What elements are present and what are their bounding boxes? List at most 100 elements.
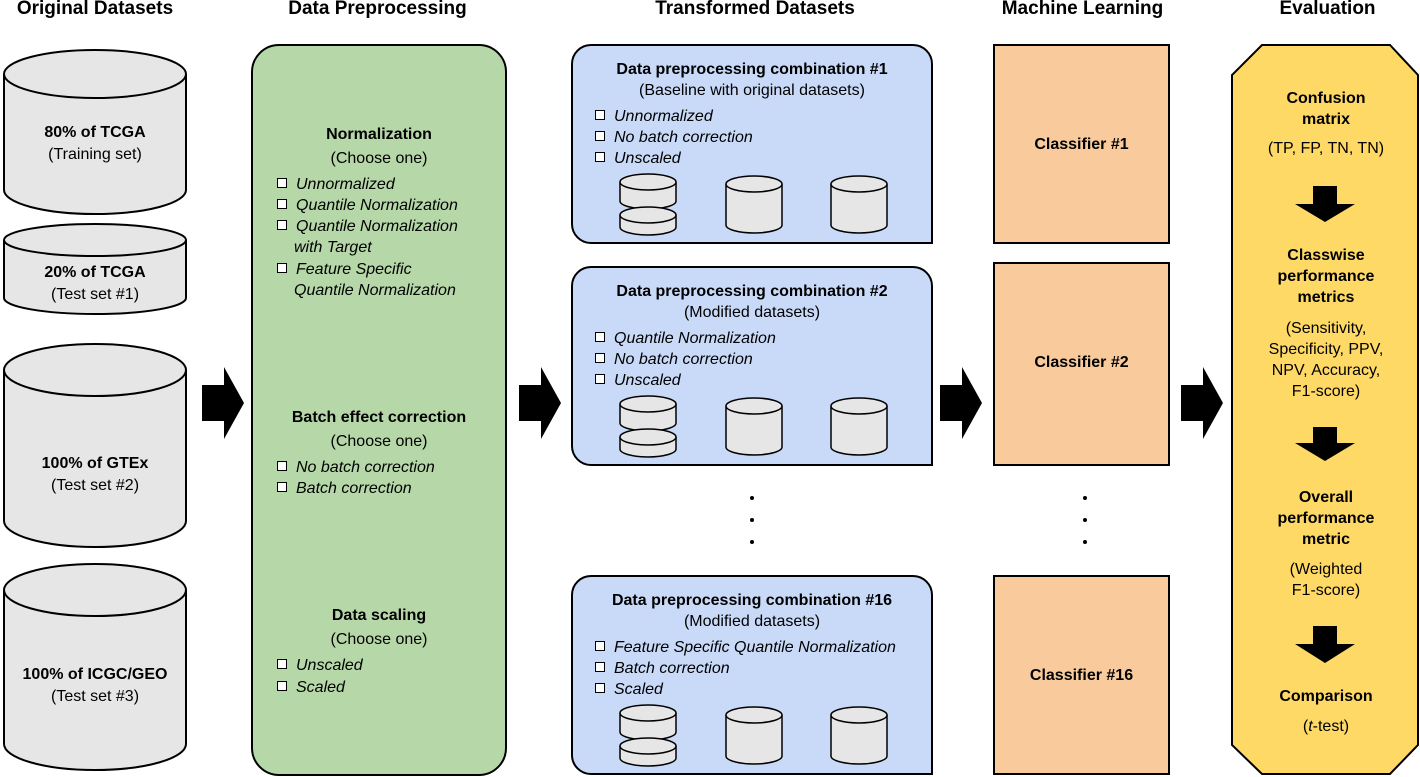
checkbox-icon: [595, 683, 605, 693]
checkbox-icon: [595, 374, 605, 384]
combination-box-1: Data preprocessing combination #1 (Basel…: [571, 44, 933, 244]
dataset-3-name: 100% of GTEx: [41, 455, 149, 472]
classifier-box-1: Classifier #1: [993, 44, 1170, 244]
combination-2-option-3: Unscaled: [595, 370, 681, 391]
combination-1-title: Data preprocessing combination #1: [616, 61, 888, 78]
ellipsis-dot: [750, 496, 754, 500]
checkbox-icon: [277, 199, 287, 209]
dataset-1-desc: (Training set): [48, 146, 142, 163]
cylinder-icon: [725, 706, 783, 765]
checkbox-icon: [595, 662, 605, 672]
checkbox-icon: [277, 178, 287, 188]
combination-2-dataset-icons: [619, 395, 888, 458]
arrow-right-4: [1181, 367, 1223, 439]
checkbox-icon: [277, 659, 287, 669]
comparison-desc-rest: -test): [1312, 718, 1350, 735]
normalization-option-feature-specific-cont: Quantile Normalization: [294, 282, 456, 299]
checkbox-icon: [595, 332, 605, 342]
dataset-cylinder-2: [3, 223, 187, 315]
scaling-option-unscaled: Unscaled: [277, 655, 363, 676]
overall-metric-desc: (Weighted F1-score): [1289, 561, 1363, 599]
normalization-option-unnormalized: Unnormalized: [277, 174, 395, 195]
header-data-preprocessing: Data Preprocessing: [288, 0, 467, 19]
combination-16-option-3: Scaled: [595, 679, 663, 700]
split-cylinder-icon: [619, 704, 677, 767]
classwise-metrics-desc: (Sensitivity, Specificity, PPV, NPV, Acc…: [1268, 320, 1384, 400]
combination-2-option-2: No batch correction: [595, 349, 753, 370]
combination-16-option-1: Feature Specific Quantile Normalization: [595, 637, 896, 658]
header-evaluation: Evaluation: [1279, 0, 1376, 19]
cylinder-icon: [830, 397, 888, 456]
combination-1-option-2: No batch correction: [595, 127, 753, 148]
combination-16-dataset-icons: [619, 704, 888, 767]
ellipsis-dot: [1083, 518, 1087, 522]
cylinder-icon: [830, 175, 888, 234]
scaling-option-scaled: Scaled: [277, 677, 345, 698]
combination-1-dataset-icons: [619, 173, 888, 236]
normalization-option-quantile: Quantile Normalization: [277, 195, 458, 216]
evaluation-panel: [1231, 44, 1419, 775]
cylinder-icon: [830, 706, 888, 765]
combination-1-option-1: Unnormalized: [595, 106, 713, 127]
arrow-down-3: [1295, 626, 1355, 663]
ellipsis-dot: [750, 540, 754, 544]
combination-16-subtitle: (Modified datasets): [683, 613, 821, 630]
dataset-4-name: 100% of ICGC/GEO: [22, 666, 168, 683]
classwise-metrics-title: Classwise performance metrics: [1277, 247, 1375, 306]
combination-2-subtitle: (Modified datasets): [683, 304, 821, 321]
header-machine-learning: Machine Learning: [1001, 0, 1164, 19]
ellipsis-dot: [1083, 496, 1087, 500]
classifier-1-label: Classifier #1: [1034, 136, 1129, 153]
dataset-3-label: 100% of GTEx (Test set #2): [4, 453, 186, 497]
scaling-choose: (Choose one): [330, 631, 428, 648]
combination-box-16: Data preprocessing combination #16 (Modi…: [571, 575, 933, 775]
batch-choose: (Choose one): [330, 433, 428, 450]
batch-title: Batch effect correction: [291, 409, 467, 426]
combination-16-title: Data preprocessing combination #16: [611, 592, 893, 609]
combination-1-subtitle: (Baseline with original datasets): [639, 82, 865, 99]
arrow-down-1: [1295, 186, 1355, 222]
dataset-3-desc: (Test set #2): [50, 477, 140, 494]
batch-option-correction: Batch correction: [277, 478, 412, 499]
checkbox-icon: [277, 461, 287, 471]
combination-16-option-2: Batch correction: [595, 658, 730, 679]
combination-2-title: Data preprocessing combination #2: [616, 283, 888, 300]
dataset-cylinder-3: [3, 343, 187, 548]
combination-1-option-3: Unscaled: [595, 148, 681, 169]
normalization-option-feature-specific: Feature Specific: [277, 259, 412, 280]
overall-metric-title: Overall performance metric: [1277, 489, 1375, 548]
dataset-2-name: 20% of TCGA: [44, 264, 146, 281]
combination-2-option-1: Quantile Normalization: [595, 328, 776, 349]
arrow-right-3: [940, 367, 982, 439]
confusion-matrix-title: Confusion matrix: [1286, 90, 1366, 128]
dataset-cylinder-1: [3, 49, 187, 215]
ellipsis-dot: [1083, 540, 1087, 544]
normalization-option-quantile-target-cont: with Target: [294, 239, 372, 256]
classifier-box-2: Classifier #2: [993, 262, 1170, 466]
batch-option-no-correction: No batch correction: [277, 457, 435, 478]
split-cylinder-icon: [619, 173, 677, 236]
checkbox-icon: [595, 131, 605, 141]
preprocessing-panel: [251, 44, 507, 776]
arrow-down-2: [1295, 427, 1355, 461]
cylinder-icon: [725, 175, 783, 234]
dataset-cylinder-4: [3, 563, 187, 771]
arrow-right-2: [519, 367, 561, 439]
comparison-desc: (t-test): [1302, 718, 1350, 735]
normalization-title: Normalization: [326, 126, 432, 143]
checkbox-icon: [595, 110, 605, 120]
combination-box-2: Data preprocessing combination #2 (Modif…: [571, 266, 933, 466]
normalization-choose: (Choose one): [330, 150, 428, 167]
dataset-1-label: 80% of TCGA (Training set): [4, 122, 186, 166]
confusion-matrix-desc: (TP, FP, TN, TN): [1267, 140, 1385, 157]
checkbox-icon: [595, 152, 605, 162]
checkbox-icon: [595, 641, 605, 651]
classifier-16-label: Classifier #16: [1029, 667, 1134, 684]
classifier-box-16: Classifier #16: [993, 575, 1170, 775]
scaling-title: Data scaling: [331, 607, 427, 624]
dataset-4-label: 100% of ICGC/GEO (Test set #3): [4, 664, 186, 708]
checkbox-icon: [277, 263, 287, 273]
dataset-1-name: 80% of TCGA: [44, 124, 146, 141]
arrow-right-1: [202, 367, 244, 439]
header-transformed-datasets: Transformed Datasets: [655, 0, 855, 19]
